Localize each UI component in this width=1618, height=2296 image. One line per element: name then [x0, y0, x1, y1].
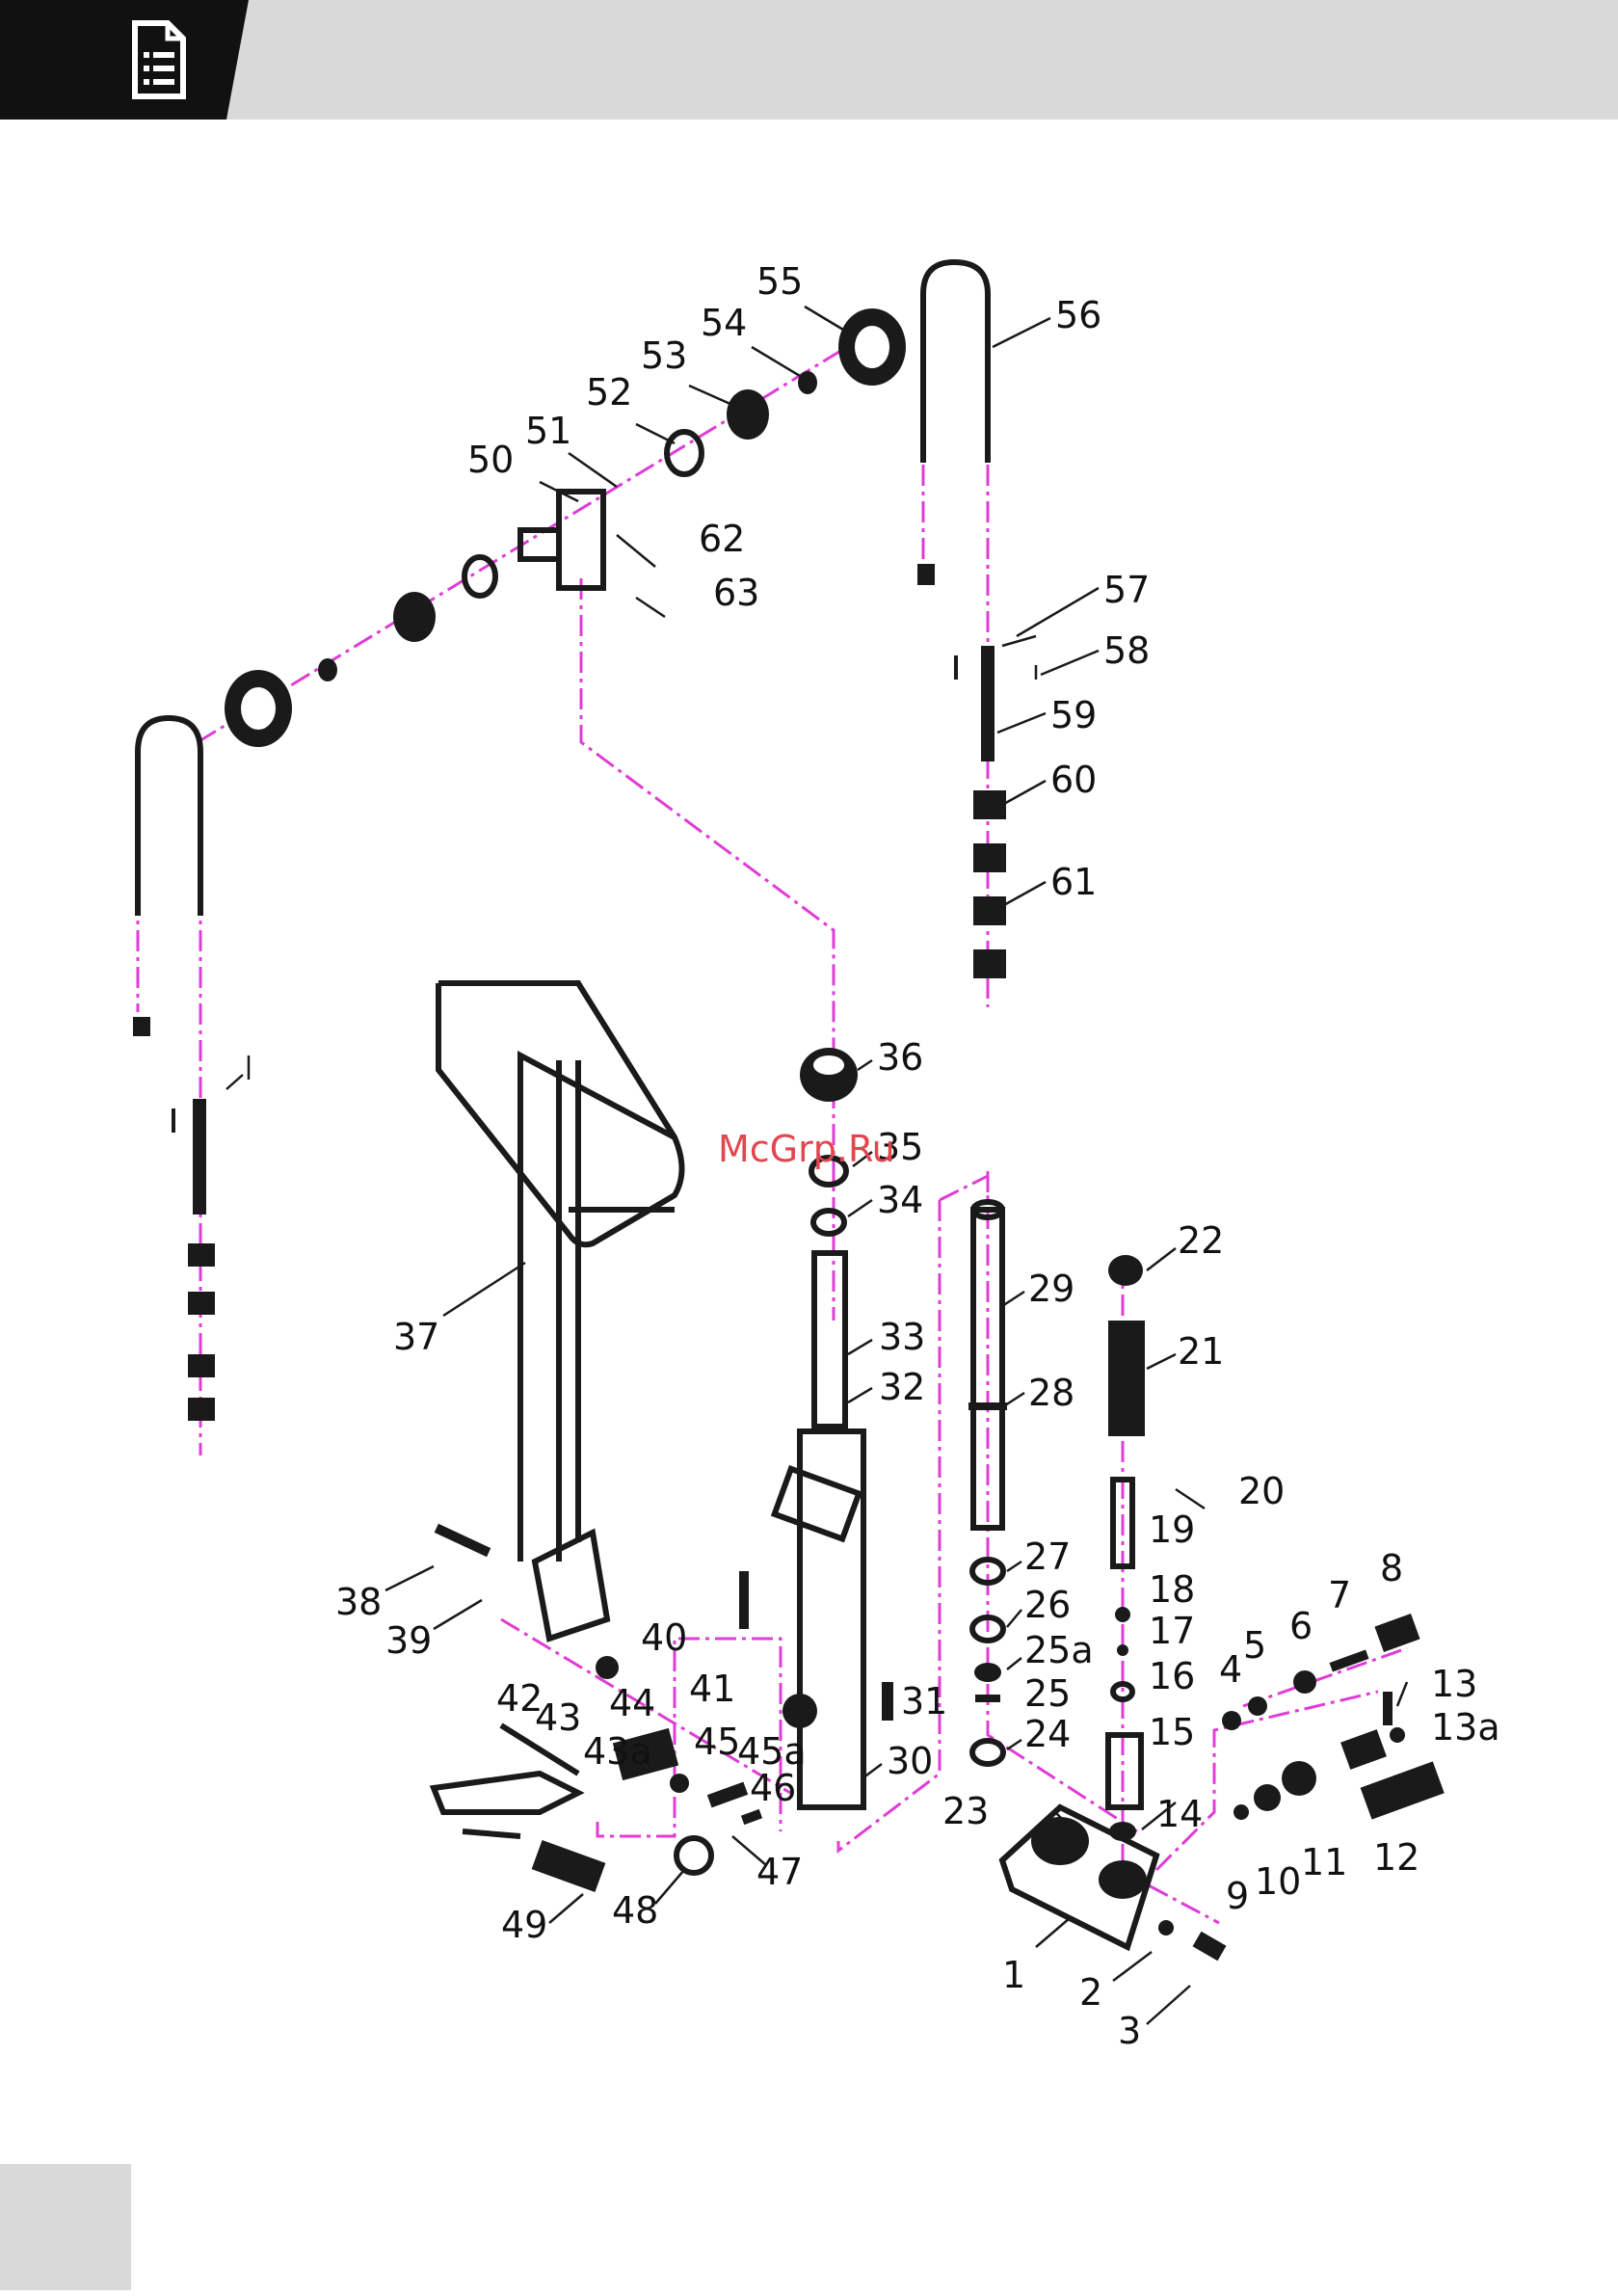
callout-13a: 13a — [1431, 1706, 1500, 1749]
callout-31: 31 — [901, 1680, 947, 1722]
callout-16: 16 — [1149, 1655, 1195, 1697]
callout-26: 26 — [1024, 1584, 1071, 1626]
callout-25a: 25a — [1024, 1629, 1094, 1671]
callout-5: 5 — [1243, 1624, 1266, 1667]
callout-59: 59 — [1050, 694, 1097, 736]
callout-24: 24 — [1024, 1713, 1071, 1755]
watermark-text: McGrp.Ru — [718, 1128, 895, 1170]
callout-27: 27 — [1024, 1535, 1071, 1578]
page-header — [0, 0, 1618, 120]
callout-58: 58 — [1103, 629, 1150, 672]
callout-36: 36 — [877, 1036, 923, 1079]
axle-parts — [225, 308, 906, 747]
callout-34: 34 — [877, 1179, 923, 1221]
callout-23: 23 — [942, 1790, 989, 1832]
callout-4: 4 — [1219, 1648, 1242, 1691]
callout-30: 30 — [887, 1740, 933, 1782]
callout-51: 51 — [525, 410, 571, 452]
callout-2: 2 — [1079, 1971, 1102, 2014]
callout-20: 20 — [1238, 1470, 1285, 1512]
callout-57: 57 — [1103, 569, 1150, 611]
callout-41: 41 — [689, 1668, 735, 1710]
callout-11: 11 — [1301, 1841, 1347, 1883]
page-number-tab — [0, 2164, 131, 2296]
callout-45: 45 — [694, 1721, 740, 1763]
callout-61: 61 — [1050, 861, 1097, 903]
callout-63: 63 — [713, 572, 759, 614]
callout-6: 6 — [1289, 1605, 1313, 1647]
callout-54: 54 — [701, 302, 747, 344]
callout-44: 44 — [609, 1682, 655, 1724]
callout-56: 56 — [1055, 294, 1101, 336]
footer-edge — [0, 2290, 1618, 2296]
callout-9: 9 — [1226, 1875, 1249, 1917]
right-fork — [917, 262, 1036, 978]
callout-15: 15 — [1149, 1711, 1195, 1753]
callout-40: 40 — [641, 1616, 687, 1659]
callout-43a: 43a — [583, 1730, 652, 1773]
callout-3: 3 — [1118, 2010, 1141, 2052]
exploded-parts-diagram: 1 2 3 4 5 6 7 8 9 10 11 12 13 13a 14 15 … — [0, 120, 1618, 2163]
callout-52: 52 — [586, 371, 632, 414]
callout-8: 8 — [1380, 1547, 1403, 1589]
callout-28: 28 — [1028, 1372, 1074, 1414]
side-valve-line — [1243, 1648, 1407, 1706]
callout-29: 29 — [1028, 1268, 1074, 1310]
callout-12: 12 — [1373, 1836, 1419, 1879]
callout-21: 21 — [1178, 1330, 1224, 1373]
callout-33: 33 — [879, 1316, 925, 1358]
callout-17: 17 — [1149, 1610, 1195, 1652]
callout-43: 43 — [535, 1696, 581, 1739]
callout-18: 18 — [1149, 1568, 1195, 1611]
callout-39: 39 — [385, 1619, 432, 1662]
callout-49: 49 — [501, 1904, 547, 1946]
handle-assembly — [435, 983, 749, 1679]
callout-47: 47 — [756, 1851, 803, 1893]
callout-14: 14 — [1156, 1793, 1203, 1835]
callout-50: 50 — [467, 439, 514, 481]
callout-53: 53 — [641, 334, 687, 377]
assembly-lines — [138, 318, 1407, 1923]
callout-25: 25 — [1024, 1672, 1071, 1715]
callout-22: 22 — [1178, 1219, 1224, 1262]
callout-60: 60 — [1050, 759, 1097, 801]
header-dark-tab — [0, 0, 249, 120]
callout-7: 7 — [1328, 1574, 1351, 1616]
callout-13: 13 — [1431, 1663, 1477, 1705]
frame-to-pump-line — [581, 578, 834, 1051]
left-fork — [133, 718, 249, 1421]
callout-37: 37 — [393, 1316, 439, 1358]
callout-48: 48 — [612, 1889, 658, 1932]
callout-1: 1 — [1002, 1954, 1025, 1996]
callout-19: 19 — [1149, 1508, 1195, 1551]
callout-62: 62 — [699, 518, 745, 560]
callout-55: 55 — [756, 260, 803, 303]
callout-10: 10 — [1255, 1860, 1301, 1903]
callout-38: 38 — [335, 1581, 382, 1623]
callout-32: 32 — [879, 1366, 925, 1408]
callout-46: 46 — [750, 1767, 796, 1809]
